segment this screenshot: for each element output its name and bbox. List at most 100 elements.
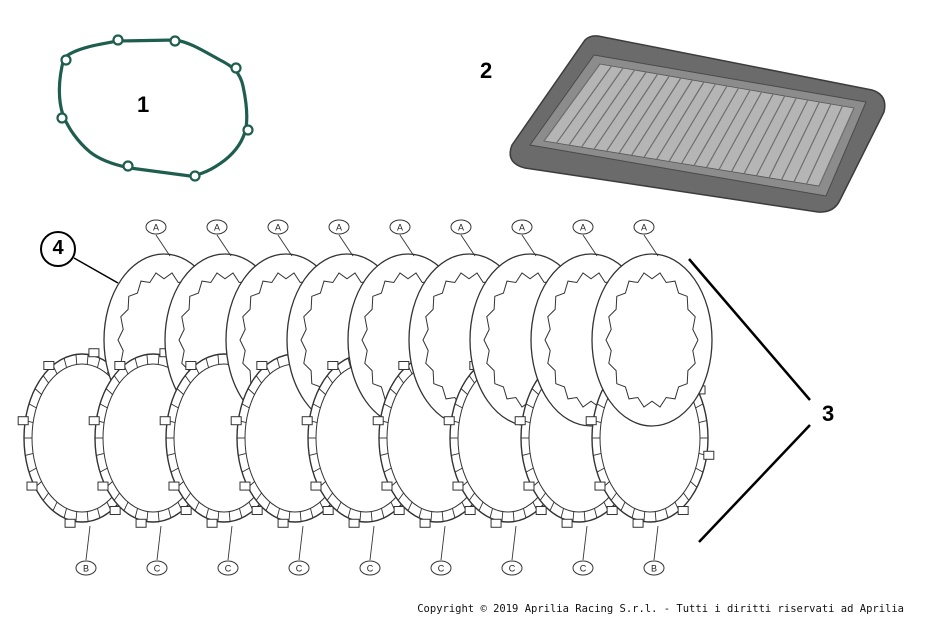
friction-pad-groove bbox=[241, 467, 250, 473]
plate-label-top: A bbox=[153, 223, 159, 233]
friction-pad-groove bbox=[389, 388, 397, 395]
friction-plate-tab bbox=[585, 416, 597, 426]
plate-label-bubble bbox=[633, 219, 655, 235]
plate-label-bottom: C bbox=[154, 564, 161, 574]
plate-label-bubble bbox=[643, 560, 665, 576]
friction-pad-groove bbox=[96, 452, 105, 456]
callout-1: 1 bbox=[137, 92, 150, 117]
friction-pad-groove bbox=[397, 492, 404, 501]
plate-label-leader bbox=[216, 234, 232, 257]
friction-pad-groove bbox=[525, 403, 534, 409]
friction-pad-groove bbox=[28, 403, 37, 409]
friction-plate-tab bbox=[327, 360, 339, 370]
filter-pleat bbox=[556, 65, 613, 144]
friction-pad-groove bbox=[522, 452, 531, 456]
friction-pad-groove bbox=[134, 357, 138, 368]
friction-plate-tab bbox=[594, 481, 606, 491]
plate-label-bottom: C bbox=[367, 564, 374, 574]
friction-pad-groove bbox=[418, 508, 422, 519]
plate-label-leader bbox=[399, 234, 415, 257]
filter-pleat bbox=[705, 89, 751, 168]
friction-pad-groove bbox=[326, 492, 333, 501]
friction-pad-groove bbox=[312, 403, 321, 409]
plate-label-bubble bbox=[146, 560, 168, 576]
friction-pad-groove bbox=[52, 501, 58, 511]
filter-pleat bbox=[730, 93, 774, 172]
friction-plate-tab bbox=[26, 481, 38, 491]
friction-pad-groove bbox=[113, 375, 120, 384]
plate-label-leader bbox=[582, 234, 598, 257]
friction-pad-groove bbox=[205, 508, 209, 519]
friction-pad-groove bbox=[454, 467, 463, 473]
friction-pad-groove bbox=[594, 508, 598, 519]
filter-pleat bbox=[793, 103, 832, 183]
friction-pad-groove bbox=[99, 467, 108, 473]
friction-pad-groove bbox=[28, 467, 37, 473]
plate-label-leader bbox=[643, 234, 659, 257]
filter-pleat bbox=[593, 71, 647, 150]
friction-pad-groove bbox=[25, 452, 34, 456]
plate-label-bottom: C bbox=[438, 564, 445, 574]
friction-plate-tab bbox=[17, 416, 29, 426]
plate-label-bottom: C bbox=[580, 564, 587, 574]
friction-pad-groove bbox=[86, 511, 89, 522]
gasket-hole bbox=[169, 35, 181, 47]
friction-pad-groove bbox=[238, 452, 247, 456]
friction-pad-groove bbox=[99, 403, 108, 409]
gasket-part bbox=[56, 34, 254, 182]
friction-pad-groove bbox=[531, 388, 539, 395]
plate-label-bubble bbox=[328, 219, 350, 235]
plate-label-bubble bbox=[75, 560, 97, 576]
friction-plate-tab bbox=[372, 416, 384, 426]
filter-pleat bbox=[543, 63, 601, 142]
filter-pleat bbox=[718, 91, 763, 170]
friction-pad-groove bbox=[184, 375, 191, 384]
friction-pad-groove bbox=[75, 354, 78, 365]
friction-pad-groove bbox=[312, 467, 321, 473]
friction-pad-groove bbox=[523, 508, 527, 519]
plate-label-leader bbox=[298, 525, 304, 561]
friction-pad-groove bbox=[593, 452, 602, 456]
friction-pad-groove bbox=[157, 354, 160, 365]
friction-pad-groove bbox=[478, 501, 484, 511]
gasket-hole bbox=[189, 170, 201, 182]
friction-plate-tab bbox=[185, 360, 197, 370]
friction-pad-groove bbox=[309, 452, 318, 456]
plate-label-bubble bbox=[572, 219, 594, 235]
friction-pad-groove bbox=[643, 511, 646, 522]
callout-4: 4 bbox=[40, 231, 76, 267]
gasket-hole bbox=[122, 160, 134, 172]
friction-pad-groove bbox=[265, 501, 271, 511]
friction-pad-groove bbox=[326, 375, 333, 384]
clutch-set-bracket bbox=[688, 258, 811, 543]
plate-label-bubble bbox=[511, 219, 533, 235]
friction-pad-groove bbox=[318, 388, 326, 395]
plate-label-bubble bbox=[572, 560, 594, 576]
plate-label-bottom: C bbox=[509, 564, 516, 574]
gasket-hole bbox=[112, 34, 124, 46]
plate-label-top: A bbox=[336, 223, 342, 233]
friction-pad-groove bbox=[501, 511, 504, 522]
friction-pad-groove bbox=[549, 501, 555, 511]
friction-plate-tab bbox=[109, 506, 121, 516]
friction-pad-groove bbox=[217, 511, 220, 522]
friction-pad-groove bbox=[407, 501, 413, 511]
gasket-hole bbox=[242, 124, 254, 136]
friction-pad-groove bbox=[75, 511, 78, 522]
plate-label-bubble bbox=[359, 560, 381, 576]
plate-label-bubble bbox=[217, 560, 239, 576]
friction-pad-groove bbox=[42, 375, 49, 384]
friction-pad-groove bbox=[217, 354, 220, 365]
friction-pad-groove bbox=[239, 508, 243, 519]
filter-pleat bbox=[680, 85, 728, 164]
friction-pad-groove bbox=[698, 420, 707, 424]
friction-plate-tab bbox=[393, 506, 405, 516]
friction-plate-tab bbox=[561, 518, 573, 528]
friction-pad-groove bbox=[654, 511, 657, 522]
plate-label-top: A bbox=[519, 223, 525, 233]
plate-label-bubble bbox=[430, 560, 452, 576]
steel-plate-leader-line bbox=[73, 257, 119, 284]
plate-label-leader bbox=[440, 525, 446, 561]
friction-pad-groove bbox=[572, 511, 575, 522]
callout-2: 2 bbox=[480, 58, 493, 83]
